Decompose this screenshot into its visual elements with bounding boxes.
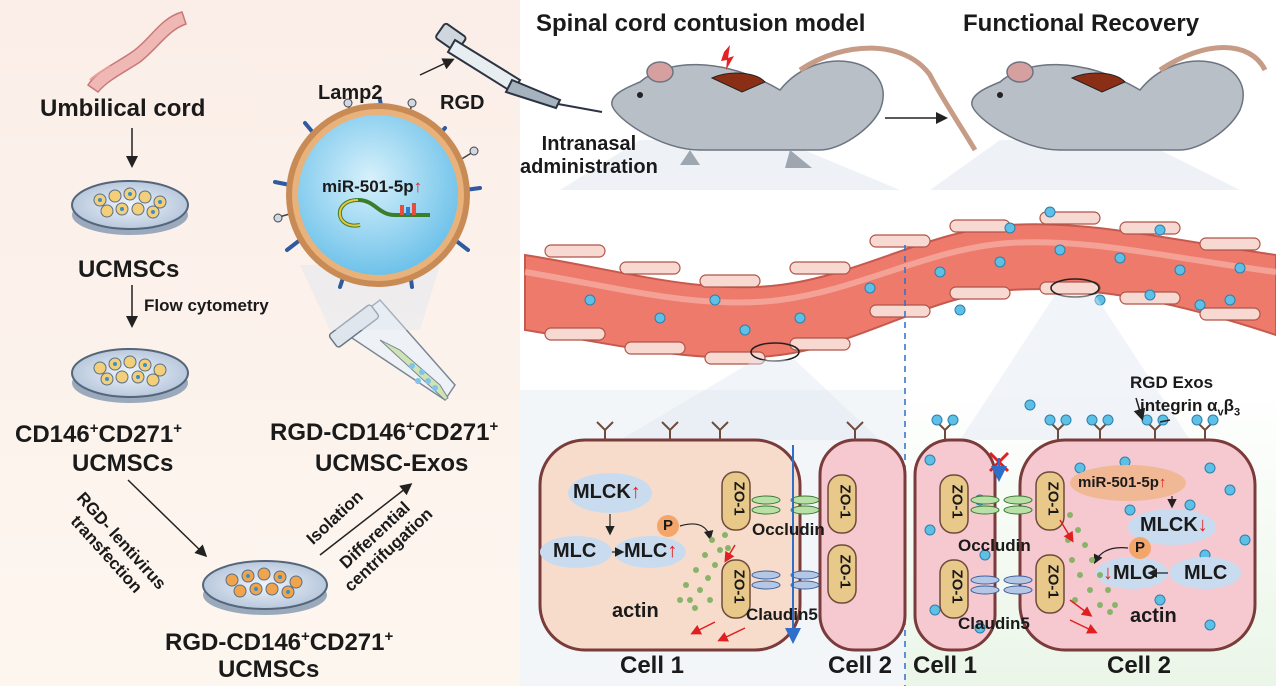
label-occludin-right: Occludin (958, 536, 1031, 555)
up-arrow-icon: ↑ (630, 481, 641, 503)
exosome-illustration (273, 98, 482, 289)
label-mlc-right-b: MLC (1184, 562, 1228, 584)
blood-vessel-illustration (524, 206, 1276, 365)
label-ucmsc-exos: UCMSC-Exos (315, 450, 469, 477)
label-rgd-exos: RGD-CD146+CD271+ (270, 418, 499, 446)
label-mlc-left-b: MLC↑ (624, 540, 678, 562)
label-zo1-right-c: ZO-1 (1044, 481, 1062, 516)
label-rgd-exos-right: RGD Exos (1130, 373, 1214, 392)
up-arrow-icon: ↑ (667, 540, 678, 562)
title-spinal-cord-model: Spinal cord contusion model (536, 10, 866, 37)
label-zo1-right-a: ZO-1 (948, 484, 966, 519)
mouse-recovered-illustration (930, 45, 1268, 190)
label-occludin-left: Occludin (752, 520, 825, 539)
down-arrow-icon: ↓ (1197, 514, 1208, 536)
label-zo1-left-a: ZO-1 (730, 481, 748, 516)
label-rgd-cd146-cd271-ucmscs: RGD-CD146+CD271+ (165, 628, 394, 656)
label-mlck-left: MLCK↑ (573, 481, 641, 503)
label-ucmscs: UCMSCs (78, 256, 180, 283)
mouse-model-illustration (560, 45, 978, 190)
label-rgd-ucmscs: UCMSCs (218, 656, 320, 683)
label-zo1-left-b: ZO-1 (730, 569, 748, 604)
label-actin-right: actin (1130, 605, 1177, 627)
label-mlck-right: MLCK↓ (1140, 514, 1208, 536)
label-umbilical-cord: Umbilical cord (40, 95, 206, 122)
label-zo1-right-b: ZO-1 (948, 569, 966, 604)
petri-dish-ucmscs (71, 180, 189, 235)
label-lamp2: Lamp2 (318, 82, 383, 104)
label-integrin: integrin αvβ3 (1140, 396, 1241, 419)
petri-dish-rgd (202, 560, 328, 615)
label-cd146-ucmscs: UCMSCs (72, 450, 174, 477)
cell-pair-left (538, 421, 907, 652)
label-mirna-right: miR-501-5p↑ (1078, 474, 1167, 491)
label-p-left: P (663, 517, 674, 534)
label-claudin-right: Claudin5 (958, 614, 1030, 633)
label-mirna: miR-501-5p↑ (322, 177, 423, 196)
down-arrow-icon: ↓ (1103, 562, 1113, 584)
label-cell1-right: Cell 1 (913, 652, 978, 679)
label-p-right: P (1135, 539, 1146, 556)
label-intranasal-administration: Intranasal administration (520, 133, 658, 178)
up-arrow-icon: ↑ (1158, 474, 1167, 491)
label-cd146-cd271: CD146+CD271+ (15, 420, 182, 448)
centrifuge-tube (328, 298, 456, 402)
label-flow-cytometry: Flow cytometry (144, 296, 269, 315)
label-zo1-left-d: ZO-1 (836, 554, 854, 589)
label-cell2-left: Cell 2 (828, 652, 893, 679)
title-functional-recovery: Functional Recovery (963, 10, 1200, 37)
cell-pair-right (913, 397, 1257, 652)
label-actin-left: actin (612, 600, 659, 622)
umbilical-cord-illustration (86, 11, 187, 94)
label-cell2-right: Cell 2 (1107, 652, 1172, 679)
label-zo1-left-c: ZO-1 (836, 484, 854, 519)
petri-dish-cd146 (71, 348, 189, 403)
label-cell1-left: Cell 1 (620, 652, 685, 679)
label-mlc-right-a: ↓MLC (1103, 562, 1157, 584)
up-arrow-icon: ↑ (413, 177, 423, 196)
label-rgd: RGD (440, 92, 485, 114)
pipette-illustration (435, 22, 603, 113)
label-claudin-left: Claudin5 (746, 605, 818, 624)
label-mlc-left-a: MLC (553, 540, 597, 562)
label-zo1-right-d: ZO-1 (1044, 564, 1062, 599)
